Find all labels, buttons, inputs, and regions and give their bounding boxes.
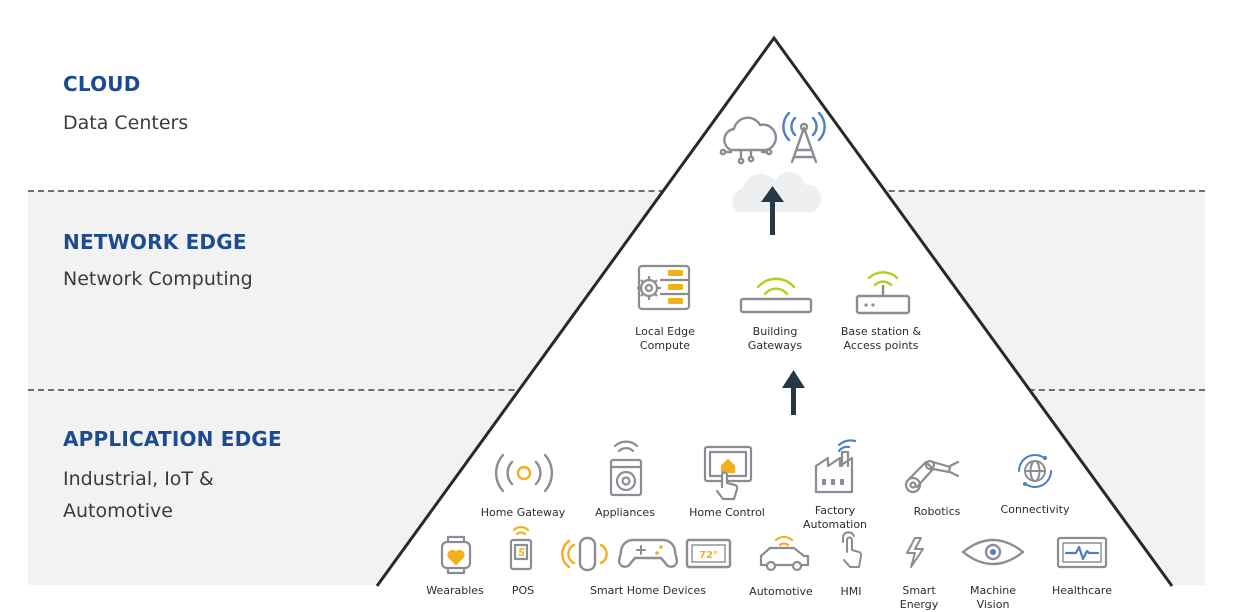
washing-machine-icon	[609, 440, 643, 497]
appliances-label: Appliances	[595, 506, 655, 519]
robotics-label: Robotics	[913, 505, 961, 518]
cloud-title: CLOUD	[63, 72, 141, 96]
wearables-label: Wearables	[426, 584, 484, 597]
factory-icon	[814, 439, 857, 494]
globe-connectivity-icon	[1018, 454, 1052, 488]
smart-home-devices-icon	[561, 536, 732, 572]
heart-monitor-icon	[1056, 536, 1108, 569]
eye-icon	[961, 538, 1025, 566]
application-edge-subtitle-line-2: Automotive	[63, 500, 173, 522]
pos-terminal-icon	[509, 526, 533, 571]
home-control-label: Home Control	[689, 506, 765, 519]
local-edge-compute-label-line-2: Compute	[639, 339, 691, 352]
divider-cloud-network	[28, 190, 1205, 192]
machine-vision-label-line-1: Machine	[969, 584, 1017, 597]
broadcast-icon	[494, 453, 554, 493]
router-wifi-icon	[855, 271, 911, 315]
cell-tower-icon	[782, 111, 826, 164]
network-device-label: Base station & Access points	[841, 325, 921, 353]
hmi-label: HMI	[840, 585, 862, 598]
up-arrow-to-cloud	[761, 186, 784, 235]
factory-automation-label: Factory Automation	[803, 504, 867, 532]
touch-panel-icon	[703, 445, 753, 501]
up-arrow-to-network	[782, 370, 805, 415]
server-gear-icon	[637, 264, 691, 311]
network-device-label: Local Edge Compute	[635, 325, 695, 353]
pos-label: POS	[511, 584, 535, 597]
smart-home-devices-label: Smart Home Devices	[589, 584, 707, 597]
base-station-label-line-1: Base station &	[840, 325, 922, 338]
automotive-label: Automotive	[749, 585, 813, 598]
network-edge-subtitle: Network Computing	[63, 268, 253, 290]
lightning-icon	[906, 537, 924, 568]
healthcare-label: Healthcare	[1052, 584, 1112, 597]
smartwatch-icon	[440, 535, 472, 575]
smart-energy-label-line-2: Energy	[899, 598, 939, 611]
cloud-network-icon	[719, 116, 778, 165]
pyramid-outline	[375, 35, 1174, 587]
application-edge-subtitle: Industrial, IoT & Automotive	[63, 463, 214, 527]
network-device-label: Building Gateways	[748, 325, 802, 353]
thermostat-text: 72°	[699, 550, 718, 561]
application-edge-subtitle-line-1: Industrial, IoT &	[63, 468, 214, 490]
factory-automation-label-line-1: Factory	[814, 504, 856, 517]
server-accent-bars	[668, 270, 683, 304]
smart-energy-label: Smart Energy	[900, 584, 939, 612]
smart-energy-label-line-1: Smart	[902, 584, 936, 597]
hand-touch-icon	[842, 531, 863, 568]
building-gateways-label-line-2: Gateways	[747, 339, 803, 352]
local-edge-compute-label-line-1: Local Edge	[635, 325, 695, 338]
car-icon	[759, 535, 810, 572]
machine-vision-label-line-2: Vision	[976, 598, 1010, 611]
gateway-wifi-icon	[739, 277, 813, 314]
connectivity-label: Connectivity	[1000, 503, 1070, 516]
home-gateway-label: Home Gateway	[480, 506, 566, 519]
robot-arm-icon	[904, 459, 960, 494]
factory-automation-label-line-2: Automation	[802, 518, 868, 531]
application-edge-title: APPLICATION EDGE	[63, 427, 282, 451]
base-station-label-line-2: Access points	[843, 339, 919, 352]
machine-vision-label: Machine Vision	[970, 584, 1016, 612]
cloud-subtitle: Data Centers	[63, 112, 189, 134]
building-gateways-label-line-1: Building	[752, 325, 798, 338]
network-edge-title: NETWORK EDGE	[63, 230, 247, 254]
